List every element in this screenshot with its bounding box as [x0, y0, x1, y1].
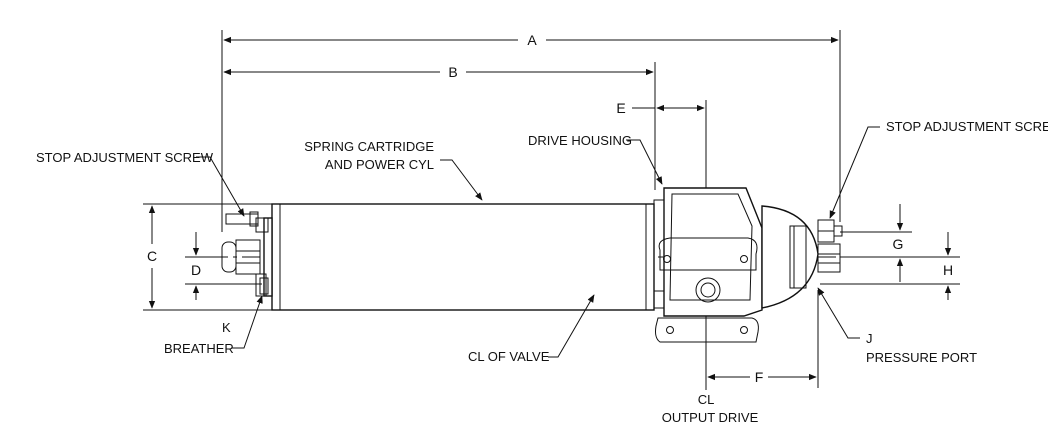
stop-adjustment-screw-left: [225, 211, 259, 227]
label-output-drive: OUTPUT DRIVE: [662, 410, 759, 425]
dim-h-label: H: [943, 262, 953, 278]
leader-drive-housing: [626, 139, 663, 185]
label-cl-of-valve: CL OF VALVE: [468, 349, 550, 364]
pressure-cap-dome: [761, 205, 819, 309]
label-stop-adjustment-screw-left: STOP ADJUSTMENT SCREW: [36, 150, 214, 165]
leader-cl-of-valve: [548, 294, 595, 358]
label-pressure-port-letter: J: [866, 331, 873, 346]
stop-adjustment-screw-right: [817, 219, 843, 273]
leader-breather: [232, 295, 263, 349]
leader-spring-cartridge: [440, 159, 483, 201]
dim-b-label: B: [448, 64, 457, 80]
fitting-nut-left: [221, 239, 261, 275]
label-breather-letter: K: [222, 320, 231, 335]
drive-housing: [653, 187, 763, 343]
dim-a-label: A: [527, 32, 537, 48]
dim-e-label: E: [616, 100, 625, 116]
leader-stop-adjustment-left: [196, 156, 245, 217]
label-stop-adjustment-screw-right: STOP ADJUSTMENT SCREW: [886, 119, 1048, 134]
label-pressure-port: PRESSURE PORT: [866, 350, 977, 365]
label-cl: CL: [698, 392, 715, 407]
dim-c-label: C: [147, 248, 157, 264]
leader-stop-adjustment-right: [829, 126, 880, 219]
spring-cartridge-cylinder: [271, 203, 655, 311]
breather-port: [259, 277, 269, 295]
leader-pressure-port: [817, 287, 860, 339]
dim-d-label: D: [191, 262, 201, 278]
label-drive-housing: DRIVE HOUSING: [528, 133, 632, 148]
label-spring-cartridge-line1: SPRING CARTRIDGE: [304, 139, 434, 154]
dim-g-label: G: [893, 236, 904, 252]
label-breather: BREATHER: [164, 341, 234, 356]
label-spring-cartridge-line2: AND POWER CYL: [325, 157, 434, 172]
dim-f-label: F: [755, 369, 764, 385]
